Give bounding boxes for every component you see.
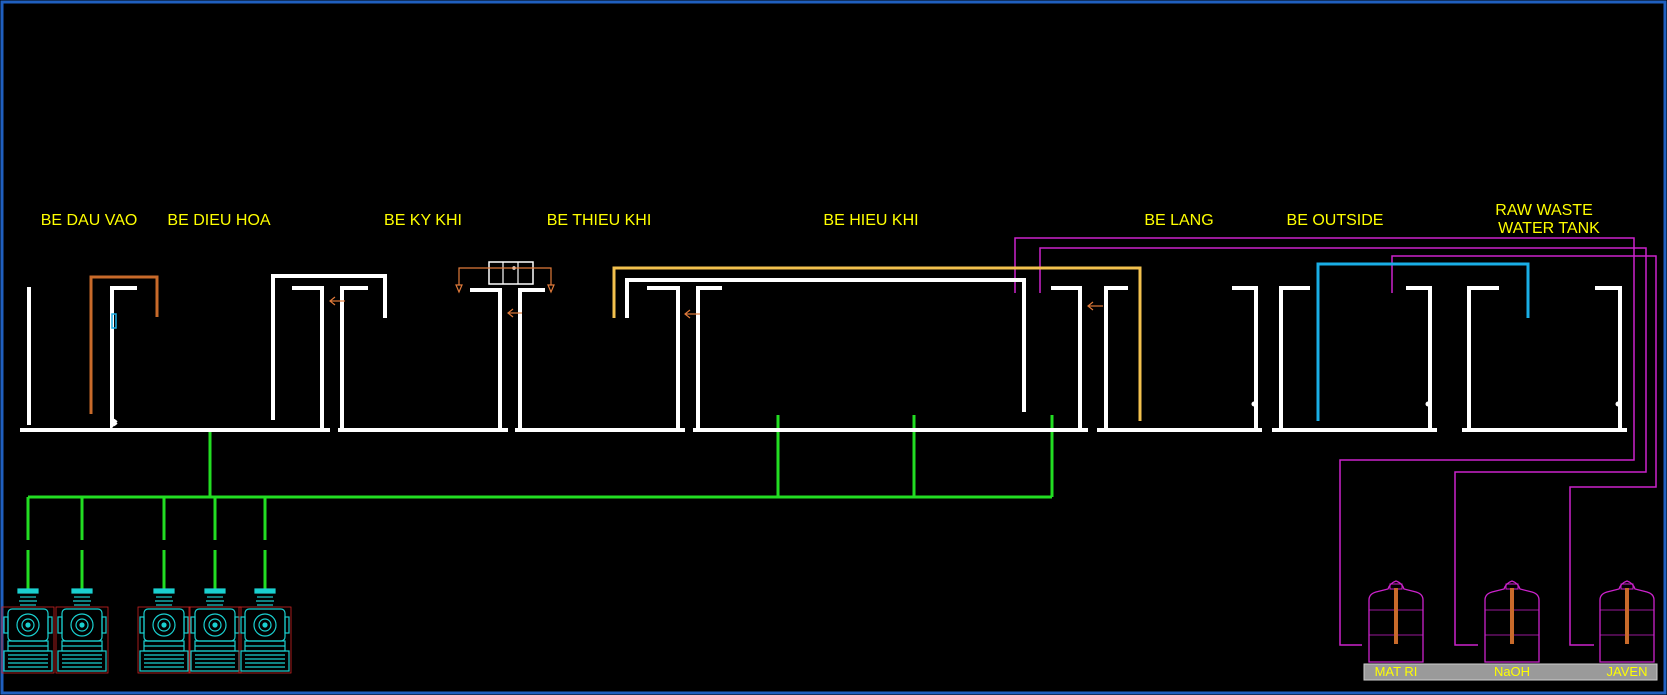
inlet-pump-pipe [89,275,159,414]
blower-icon [1,588,55,674]
blower-icon [55,588,109,674]
tank-label-be-thieu-khi: BE THIEU KHI [546,212,652,229]
flow-arrow-icons [329,296,1103,319]
blower-icon [188,588,242,674]
tank-label-be-outside: BE OUTSIDE [1286,212,1384,229]
chemical-tank-base [1363,663,1658,681]
blower-group [1,588,292,674]
tank-label-raw-waste-line1: RAW WASTE [1495,202,1593,219]
tank-label-be-hieu-khi: BE HIEU KHI [823,212,919,229]
chemical-tank-naoh [1484,580,1540,663]
tank-label-be-lang: BE LANG [1144,212,1214,229]
dosing-unit-icon [455,261,555,294]
valve-dots [1251,401,1621,407]
blower-icon [238,588,292,674]
chemical-tank-javen [1599,580,1655,663]
tank-label-raw-waste-line2: WATER TANK [1498,220,1600,237]
chemical-label-naoh: NaOH [1493,664,1531,679]
tank-label-be-ky-khi: BE KY KHI [384,212,462,229]
tank-label-be-dieu-hoa: BE DIEU HOA [167,212,271,229]
chemical-tank-icon [1484,580,1540,663]
chemical-label-javen: JAVEN [1606,664,1648,679]
blower-icon [137,588,191,674]
level-sensor-icon [111,313,117,329]
chemical-tank-icon [1368,580,1424,663]
chemical-pipes [1014,237,1657,646]
tank-label-be-dau-vao: BE DAU VAO [40,212,138,229]
outside-loop-pipe [1316,262,1530,421]
chemical-tank-mat-ri [1368,580,1424,663]
chemical-label-mat-ri: MAT RI [1374,664,1418,679]
chemical-tank-icon [1599,580,1655,663]
return-sludge-pipe [612,266,1142,421]
chemical-tanks [1363,580,1658,681]
tank-walls [20,274,1627,432]
